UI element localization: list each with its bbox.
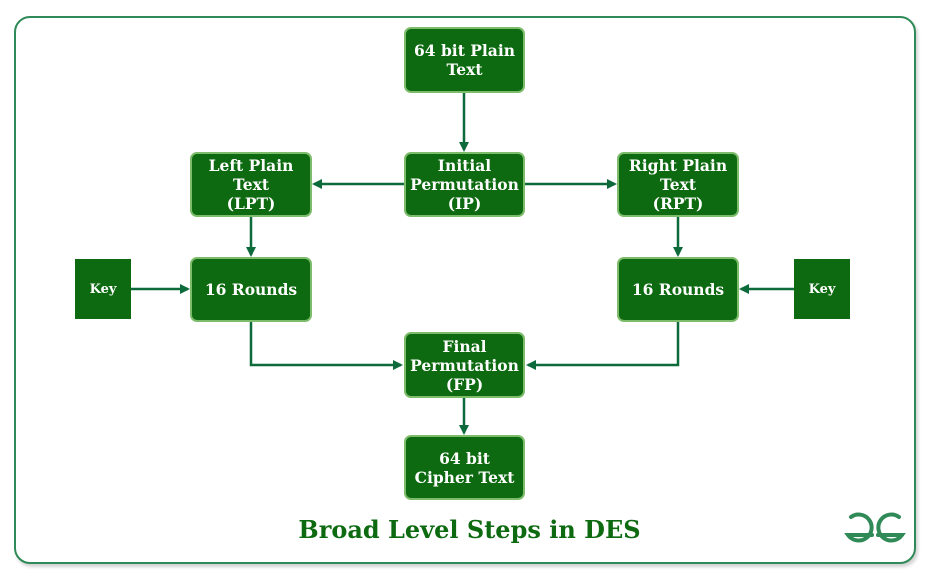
arrow-right-rounds-to-fp — [526, 322, 680, 370]
node-cipher-text: 64 bit Cipher Text — [404, 435, 525, 500]
arrow-left-rounds-to-fp — [249, 322, 403, 370]
node-final-permutation: Final Permutation (FP) — [404, 332, 525, 398]
node-rounds-right: 16 Rounds — [617, 257, 739, 322]
node-key-right: Key — [794, 259, 850, 319]
diagram-title: Broad Level Steps in DES — [298, 515, 641, 544]
node-right-plain-text: Right Plain Text (RPT) — [617, 152, 739, 217]
node-initial-permutation: Initial Permutation (IP) — [404, 152, 525, 217]
node-key-left: Key — [75, 259, 131, 319]
node-rounds-left: 16 Rounds — [190, 257, 312, 322]
gfg-logo-icon — [844, 512, 906, 543]
node-left-plain-text: Left Plain Text (LPT) — [190, 152, 312, 217]
node-plain-text: 64 bit Plain Text — [404, 27, 525, 93]
